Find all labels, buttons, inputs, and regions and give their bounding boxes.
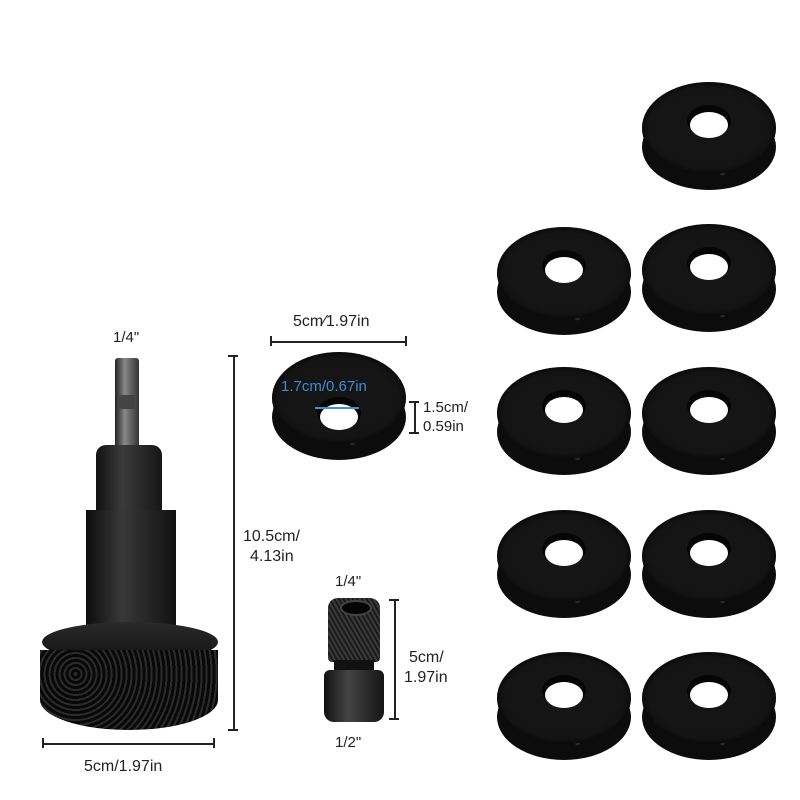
disc-diameter-label: 5cm∕⁠1.97in: [293, 313, 370, 330]
disc-thickness-label-line1: 1.5cm/: [423, 399, 469, 416]
sample-disc: [272, 352, 406, 460]
dimension-tick: [409, 432, 419, 434]
arbor-width-dimension-line: [42, 743, 214, 745]
arbor-upper-body: [96, 445, 162, 515]
hole-dimension-line: [315, 407, 359, 409]
arbor-width-label: 5cm/1.97in: [84, 758, 163, 775]
dimension-tick: [405, 336, 407, 346]
stripping-disc: [642, 652, 776, 760]
stripping-disc: [642, 224, 776, 332]
arbor-lower-body: [86, 510, 176, 640]
hex-shank-groove: [119, 395, 135, 409]
stripping-disc: [497, 367, 631, 475]
dimension-tick: [228, 355, 238, 357]
dimension-tick: [228, 729, 238, 731]
stripping-disc: [642, 367, 776, 475]
dimension-tick: [42, 738, 44, 748]
disc-thickness-dimension-line: [414, 401, 416, 433]
stripping-disc: [642, 510, 776, 618]
disc-thickness-label-line2: 0.59in: [423, 418, 464, 435]
arbor-stripping-pad: [40, 650, 218, 730]
disc-hole-diameter-label: 1.7cm/0.67in: [281, 378, 367, 395]
stripping-disc: [642, 82, 776, 190]
dimension-tick: [270, 336, 272, 346]
stripping-disc: [497, 652, 631, 760]
adapter-height-label-line1: 5cm/: [409, 649, 444, 666]
stripping-disc: [497, 227, 631, 335]
arbor-height-label-line2: 4.13in: [250, 548, 294, 565]
disc-diameter-dimension-line: [270, 341, 406, 343]
arbor-shank-size-label: 1/4": [113, 329, 140, 346]
adapter-square-drive: [324, 670, 384, 722]
adapter-height-label-line2: 1.97in: [404, 669, 448, 686]
dimension-tick: [389, 718, 399, 720]
adapter-bottom-size-label: 1/2": [335, 734, 362, 751]
dimension-tick: [409, 401, 419, 403]
dimension-tick: [389, 599, 399, 601]
adapter-top-size-label: 1/4": [335, 573, 362, 590]
dimension-tick: [213, 738, 215, 748]
adapter-hex-socket: [340, 600, 372, 616]
stripping-disc: [497, 510, 631, 618]
arbor-height-label-line1: 10.5cm/: [243, 528, 300, 545]
arbor-height-dimension-line: [233, 355, 235, 730]
adapter-height-dimension-line: [394, 599, 396, 719]
